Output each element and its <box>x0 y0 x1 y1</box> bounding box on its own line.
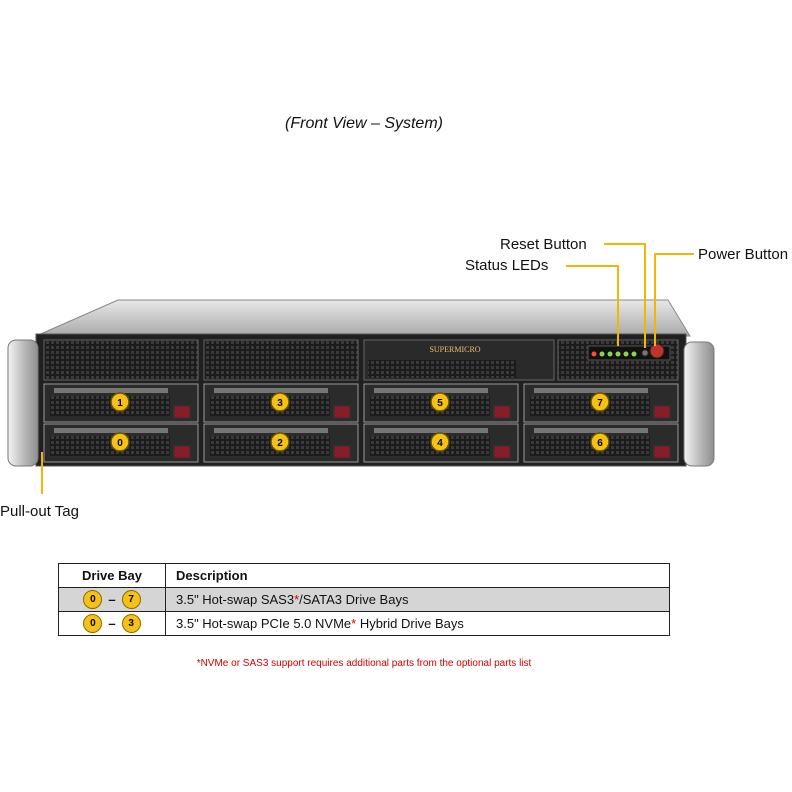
header-drive-bay: Drive Bay <box>58 563 166 588</box>
drive-tray-latch <box>333 445 351 459</box>
pull-out-tag-label: Pull-out Tag <box>0 503 79 520</box>
bay-number-badge <box>430 392 450 412</box>
bay-number-label: 5 <box>437 398 443 409</box>
drive-tray-handle <box>54 428 168 433</box>
drive-tray-mesh <box>210 396 330 416</box>
drive-tray-mesh <box>530 396 650 416</box>
bay-range-cell: 0–3 <box>58 611 166 636</box>
description-text: 3.5" Hot-swap PCIe 5.0 NVMe <box>176 616 352 631</box>
status-led-5 <box>623 351 629 357</box>
status-led-3 <box>607 351 613 357</box>
range-dash: – <box>108 592 116 607</box>
status-leds-label: Status LEDs <box>465 257 549 274</box>
footnote-marker: * <box>294 592 300 607</box>
drive-tray-mesh <box>50 396 170 416</box>
control-strip <box>587 345 671 361</box>
drive-tray-latch <box>173 405 191 419</box>
header-description: Description <box>165 563 670 588</box>
bay-number-badge <box>270 392 290 412</box>
bay-number-label: 7 <box>597 398 603 409</box>
description-cell: 3.5" Hot-swap PCIe 5.0 NVMe* Hybrid Driv… <box>165 611 670 636</box>
status-led-6 <box>631 351 637 357</box>
description-cell: 3.5" Hot-swap SAS3*/SATA3 Drive Bays <box>165 587 670 612</box>
status-callout-line <box>566 265 619 346</box>
drive-tray-latch <box>333 405 351 419</box>
bay-range-cell: 0–7 <box>58 587 166 612</box>
status-led-4 <box>615 351 621 357</box>
bay-number-badge <box>110 432 130 452</box>
drive-tray-handle <box>54 388 168 393</box>
drive-bay-table: Drive Bay Description 0–7 3.5" Hot-swap … <box>58 563 670 636</box>
bay-badge-from: 0 <box>83 614 103 633</box>
drive-tray-handle <box>534 428 648 433</box>
drive-bays: 1 3 5 7 0 2 4 6 <box>43 383 679 463</box>
drive-tray-handle <box>374 428 488 433</box>
bay-number-label: 1 <box>117 398 123 409</box>
drive-tray-handle <box>214 388 328 393</box>
bay-number-label: 3 <box>277 398 283 409</box>
drive-tray-mesh <box>530 436 650 456</box>
footnote-marker: * <box>351 616 357 631</box>
drive-tray-latch <box>493 405 511 419</box>
drive-tray-latch <box>653 445 671 459</box>
reset-callout-line <box>604 243 646 348</box>
vent-3 <box>368 360 516 378</box>
footnote: *NVMe or SAS3 support requires additiona… <box>196 658 532 669</box>
bay-number-badge <box>590 392 610 412</box>
bay-number-label: 2 <box>277 438 283 449</box>
range-dash: – <box>108 616 116 631</box>
bay-number-badge <box>110 392 130 412</box>
drive-tray-handle <box>374 388 488 393</box>
bay-badge-from: 0 <box>83 590 103 609</box>
power-callout-line <box>654 253 694 346</box>
bay-number-label: 4 <box>437 438 443 449</box>
drive-tray-mesh <box>370 396 490 416</box>
bay-number-badge <box>430 432 450 452</box>
vent-2 <box>203 339 359 381</box>
status-led-1 <box>591 351 597 357</box>
description-text: /SATA3 Drive Bays <box>299 592 409 607</box>
power-button <box>649 343 665 359</box>
bay-number-label: 6 <box>597 438 603 449</box>
brand-logo: SUPERMICRO <box>429 345 480 354</box>
bay-badge-to: 3 <box>121 614 141 633</box>
vent-1 <box>43 339 199 381</box>
drive-tray-mesh <box>50 436 170 456</box>
reset-button-label: Reset Button <box>500 236 587 253</box>
bay-number-badge <box>590 432 610 452</box>
drive-tray-latch <box>173 445 191 459</box>
drive-tray-handle <box>534 388 648 393</box>
figure-caption: (Front View – System) <box>285 115 443 132</box>
reset-button <box>641 349 649 357</box>
table-row: 0–3 3.5" Hot-swap PCIe 5.0 NVMe* Hybrid … <box>58 611 670 636</box>
bay-number-label: 0 <box>117 438 123 449</box>
power-button-label: Power Button <box>698 246 789 263</box>
drive-tray-handle <box>214 428 328 433</box>
drive-tray-mesh <box>370 436 490 456</box>
left-rack-ear <box>7 339 39 467</box>
drive-tray-latch <box>493 445 511 459</box>
table-header-row: Drive Bay Description <box>58 563 670 588</box>
bay-number-badge <box>270 432 290 452</box>
status-led-2 <box>599 351 605 357</box>
table-row: 0–7 3.5" Hot-swap SAS3*/SATA3 Drive Bays <box>58 587 670 612</box>
drive-tray-mesh <box>210 436 330 456</box>
chassis-top-cover <box>35 299 691 337</box>
description-text: Hybrid Drive Bays <box>356 616 464 631</box>
description-text: 3.5" Hot-swap SAS3 <box>176 592 295 607</box>
drive-tray-latch <box>653 405 671 419</box>
bay-badge-to: 7 <box>121 590 141 609</box>
right-rack-ear <box>683 341 715 467</box>
